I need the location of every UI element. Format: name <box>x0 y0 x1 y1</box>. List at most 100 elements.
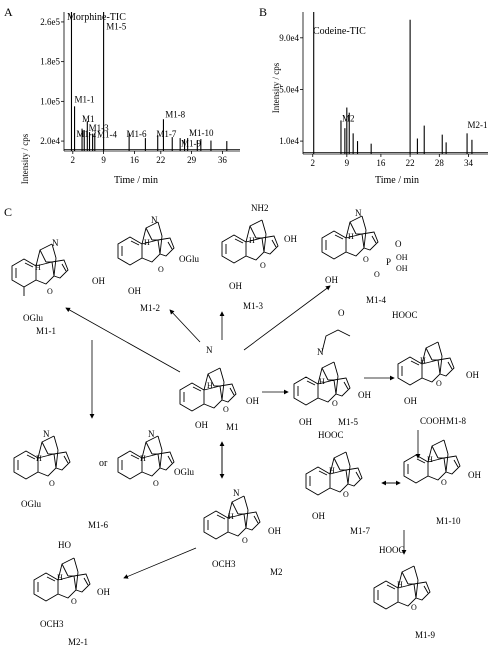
y-tick-label: 2.0e4 <box>40 136 60 146</box>
y-tick-label: 5.0e4 <box>279 84 299 94</box>
m1-6-oglu-a: OGlu <box>21 499 41 509</box>
x-tick-label: 16 <box>376 158 386 168</box>
arrow-m1-to-m1-2 <box>169 309 201 343</box>
m1-8-hooc-group: HOOC <box>392 310 418 320</box>
y-tick-label: 1.8e5 <box>40 57 60 67</box>
m1-7-label: M1-7 <box>350 526 370 536</box>
m1-9-h-atom: H <box>397 580 403 589</box>
m1-1-oglu-group: OGlu <box>23 313 43 323</box>
peak-label: M1-6 <box>126 129 146 139</box>
m1-7-h-atom: H <box>329 466 335 475</box>
m1-2-h-atom: H <box>144 238 150 247</box>
x-tick-label: 34 <box>464 158 474 168</box>
m1-5-oh-phenol: OH <box>299 417 312 427</box>
m1-8-h-atom: H <box>420 356 426 365</box>
peak-label: M2 <box>342 114 355 124</box>
structure-m1-3: NH2 H O OH OH M1-3 <box>221 203 297 311</box>
m1-7-oh-phenol: OH <box>312 511 325 521</box>
peak-label: M1-2 <box>76 129 96 139</box>
m1-4-p-atom: P <box>386 257 391 267</box>
m2-och3-group: OCH3 <box>212 559 236 569</box>
structure-m1-10: COOH H O OH M1-10 <box>403 416 481 526</box>
panel-a-xlabel: Time / min <box>114 175 158 186</box>
m1-3-h-atom: H <box>249 236 255 245</box>
m1-3-o-atom: O <box>260 261 266 270</box>
structure-m1-6: N H O OGlu or N H O OGlu M1-6 <box>13 429 194 530</box>
y-tick-label: 1.0e5 <box>40 96 60 106</box>
m1-1-oh-group: OH <box>92 276 105 286</box>
panel-b-title: Codeine-TIC <box>313 26 366 37</box>
m1-5-n-atom: N <box>317 347 324 357</box>
peak-label: M1-5 <box>106 21 126 31</box>
m1-4-oh-group: OH <box>325 275 338 285</box>
x-tick-label: 36 <box>218 155 228 165</box>
structure-m1-4: N H O O P OH OH O OH M1-4 <box>321 208 408 305</box>
m1-10-h-atom: H <box>427 455 433 464</box>
m1-1-label: M1-1 <box>36 326 56 336</box>
m1-9-o-atom: O <box>411 603 417 612</box>
peak-label: M1-10 <box>189 128 214 138</box>
arrow-m1-to-m1-4 <box>243 285 331 351</box>
m1-5-h-atom: H <box>319 377 325 386</box>
m2-1-h-atom: H <box>57 573 63 582</box>
m1-6-o-atom-b: O <box>153 479 159 488</box>
panel-a-y-ticks: 2.0e4 1.0e5 1.8e5 2.6e5 <box>40 17 64 146</box>
m1-2-o-atom: O <box>158 265 164 274</box>
structure-m2-1: HO H O OH OCH3 M2-1 <box>33 540 110 647</box>
panel-b-xlabel: Time / min <box>375 175 419 186</box>
peak-label: M1-4 <box>97 130 117 140</box>
structure-m1-5: O N H O OH OH M1-5 <box>293 308 371 427</box>
panel-b-label: B <box>259 5 267 19</box>
m1-4-h-atom: H <box>348 232 354 241</box>
m1-10-oh-group: OH <box>468 470 481 480</box>
m2-n-atom: N <box>233 488 240 498</box>
panel-b-trace <box>303 12 488 154</box>
m1-5-o-atom-ketone: O <box>338 308 345 318</box>
m1-7-hooc-group: HOOC <box>318 430 344 440</box>
m1-4-label: M1-4 <box>366 295 386 305</box>
m1-6-label: M1-6 <box>88 520 108 530</box>
peak-label: M1 <box>82 114 95 124</box>
structure-m1-1: OGlu N H O OH M1-1 <box>11 238 105 336</box>
m2-label: M2 <box>270 567 283 577</box>
m1-2-label: M1-2 <box>140 303 160 313</box>
m1-oh-phenol: OH <box>195 420 208 430</box>
x-tick-label: 2 <box>71 155 76 165</box>
m1-9-label: M1-9 <box>415 630 435 640</box>
m1-5-oh-right: OH <box>358 390 371 400</box>
structure-m1-7: HOOC H O OH M1-7 <box>305 430 370 536</box>
m1-3-label: M1-3 <box>243 301 263 311</box>
peak-label: M1-8 <box>165 110 185 120</box>
panel-a-ylabel: Intensity / cps <box>20 133 30 184</box>
structure-m1: N H O OH OH M1 <box>179 345 259 432</box>
structure-m2: N H O OH OCH3 M2 <box>203 488 283 577</box>
m1-8-label: M1-8 <box>446 416 466 426</box>
m1-10-cooh-group: COOH <box>420 416 446 426</box>
m1-10-label: M1-10 <box>436 516 461 526</box>
x-tick-label: 28 <box>435 158 445 168</box>
peak-label: M1-9 <box>181 139 201 149</box>
x-tick-label: 9 <box>101 155 106 165</box>
structure-m1-2: N H O OGlu OH M1-2 <box>117 215 199 313</box>
m2-1-ho-group: HO <box>58 540 71 550</box>
m2-h-atom: H <box>228 512 234 521</box>
y-tick-label: 2.6e5 <box>40 17 60 27</box>
panel-a-title: Morphine-TIC <box>67 12 126 23</box>
m1-6-h-atom-a: H <box>36 454 42 463</box>
peak-label: M1-7 <box>156 129 176 139</box>
y-tick-label: 1.0e4 <box>279 136 299 146</box>
m1-5-label: M1-5 <box>338 417 358 427</box>
x-tick-label: 16 <box>130 155 140 165</box>
panel-a-label: A <box>4 5 13 19</box>
peak-label: M2-1 <box>468 120 488 130</box>
m1-4-o-atom: O <box>363 255 369 264</box>
m1-4-oh-p2: OH <box>396 264 408 273</box>
m1-6-h-atom-b: H <box>140 454 146 463</box>
y-tick-label: 9.0e4 <box>279 33 299 43</box>
m2-1-o-atom: O <box>71 597 77 606</box>
m1-8-oh-right: OH <box>466 370 479 380</box>
